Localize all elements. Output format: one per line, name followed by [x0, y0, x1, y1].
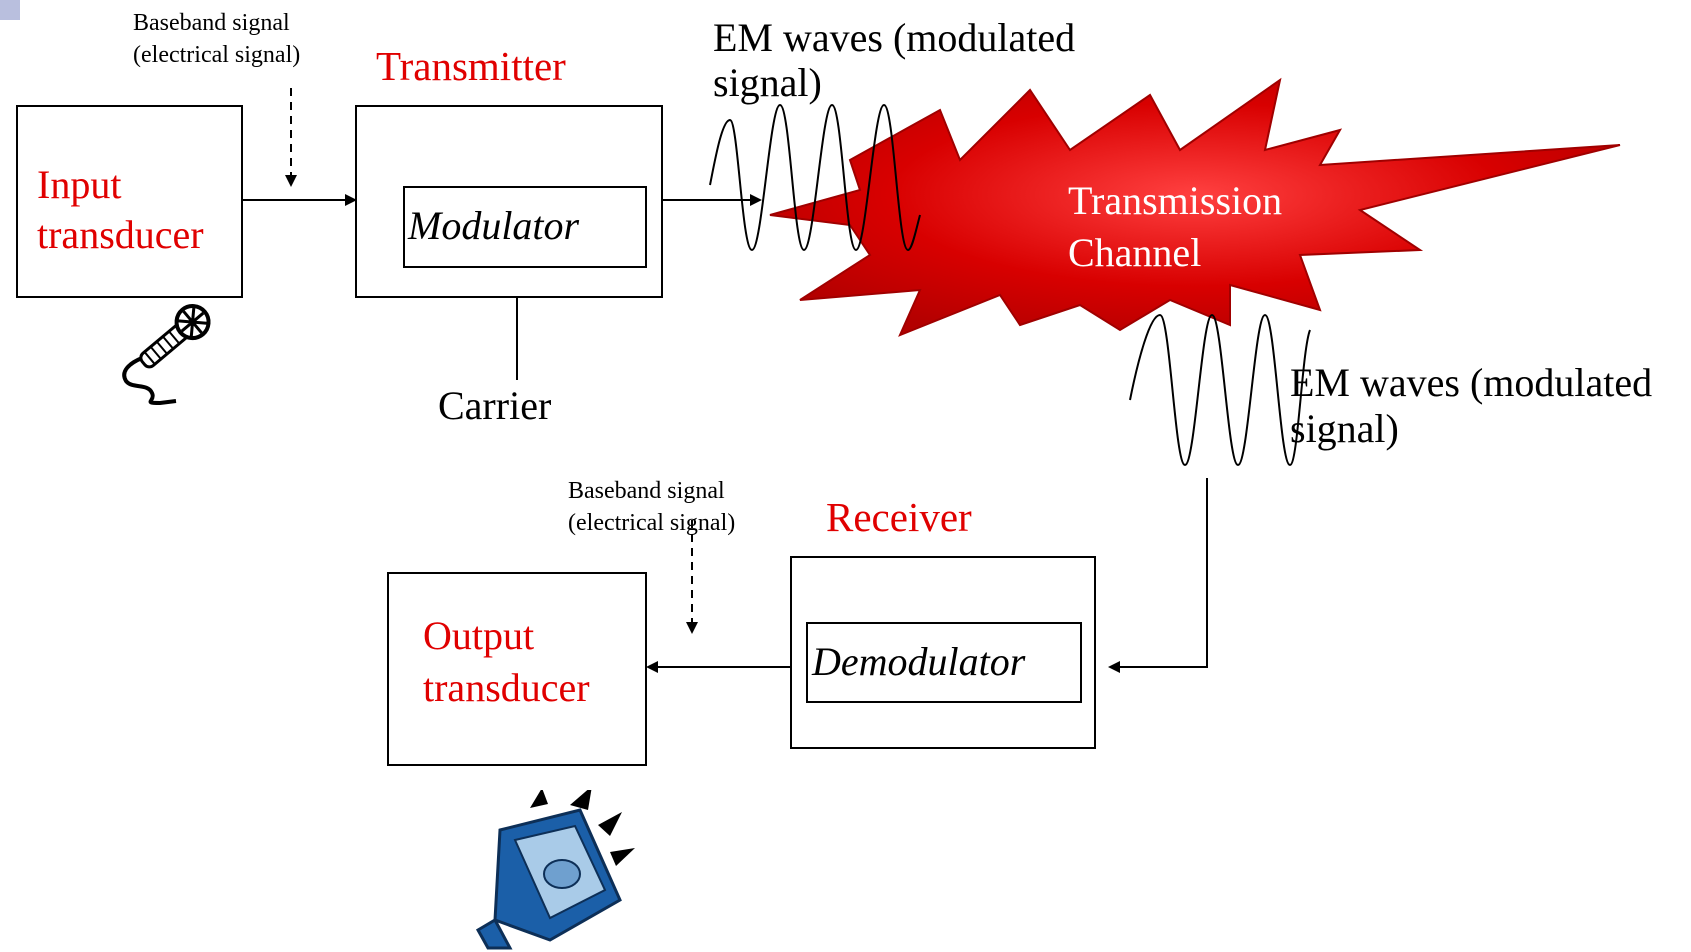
demodulator-box: [806, 622, 1082, 703]
transmission-channel-label: Transmission Channel: [1068, 175, 1282, 279]
input-transducer-box: [16, 105, 243, 298]
output-line1: Output: [423, 613, 535, 658]
output-line2: transducer: [423, 665, 590, 710]
bottom-baseband-label: Baseband signal (electrical signal): [568, 475, 735, 540]
microphone-icon: [122, 304, 211, 406]
top-em-waves-label: EM waves (modulated signal): [713, 15, 1076, 106]
output-transducer-label: Output transducer: [423, 610, 590, 714]
right-em-waves-label: EM waves (modulated signal): [1290, 360, 1652, 452]
receiver-title: Receiver: [826, 494, 972, 540]
top-em-line1: EM waves (modulated: [713, 15, 1076, 60]
channel-line2: Channel: [1068, 230, 1202, 275]
channel-line1: Transmission: [1068, 178, 1283, 223]
output-transducer-box: [387, 572, 647, 766]
top-baseband-line1: Baseband signal: [133, 10, 290, 36]
bottom-baseband-line1: Baseband signal: [568, 478, 725, 504]
carrier-label: Carrier: [438, 383, 552, 428]
top-em-waves: [709, 103, 921, 252]
demodulator-label: Demodulator: [812, 639, 1026, 684]
top-baseband-line2: (electrical signal): [133, 42, 301, 69]
channel-to-receiver-line: [1108, 478, 1208, 673]
modulator-label: Modulator: [408, 203, 580, 248]
top-em-line2: signal): [713, 59, 822, 105]
slide-corner-accent: [0, 0, 20, 20]
right-em-line2: signal): [1290, 406, 1399, 451]
input-transducer-label: Input transducer: [37, 160, 204, 260]
top-baseband-label: Baseband signal (electrical signal): [133, 7, 300, 72]
right-em-waves: [1129, 313, 1311, 467]
input-line2: transducer: [37, 212, 204, 257]
speaker-icon: [475, 790, 635, 950]
bottom-baseband-line2: (electrical signal): [568, 510, 736, 537]
right-em-line1: EM waves (modulated: [1290, 360, 1653, 405]
transmitter-title: Transmitter: [376, 43, 566, 89]
modulator-box: [403, 186, 647, 268]
transmission-channel-burst: [769, 77, 1621, 337]
input-line1: Input: [37, 162, 122, 207]
